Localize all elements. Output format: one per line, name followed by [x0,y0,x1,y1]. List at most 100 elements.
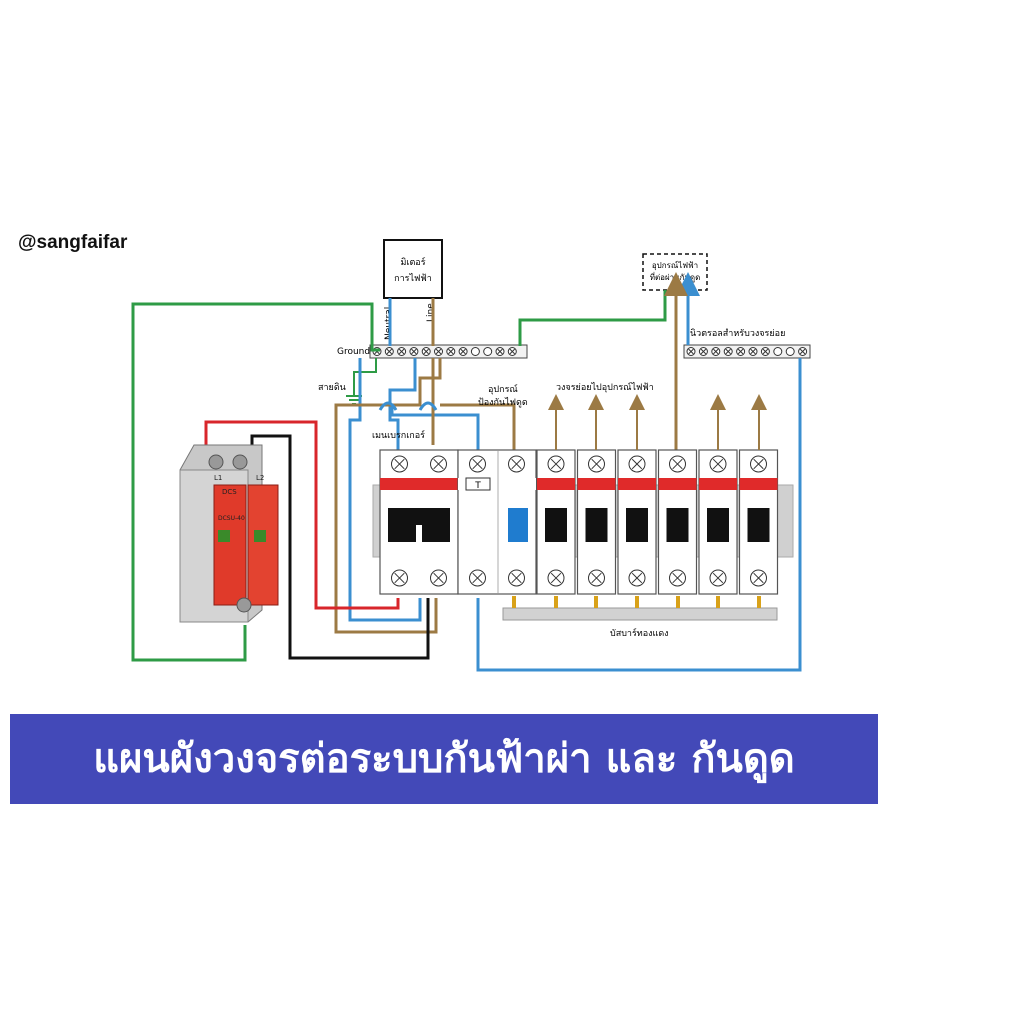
breaker-toggle[interactable] [747,508,770,542]
breaker-toggle[interactable] [545,508,567,542]
main-breaker[interactable] [379,449,459,595]
breaker-toggle[interactable] [585,508,608,542]
subcircuit-breaker[interactable] [536,449,576,595]
neutral-bar [683,344,811,359]
spd-terminal-left: L1 [214,474,222,482]
busbar-pin [757,596,761,608]
neutral-screw-icon [760,347,770,356]
subcircuit-breaker[interactable] [657,449,698,595]
busbar-pin [635,596,639,608]
busbar-pin [594,596,598,608]
neutral-bar-label: นิวตรอลสำหรับวงจรย่อย [690,328,785,339]
ground-screw-icon [470,347,480,356]
surge-device-label-2: ป้องกันไฟดูด [478,397,528,408]
earth-wire-label: สายดิน [318,382,346,393]
neutral-screw-icon [711,347,721,356]
busbar-label: บัสบาร์ทองแดง [610,627,669,639]
sensitive-device-label-1: อุปกรณ์ไฟฟ้า [652,260,698,270]
terminal-screw-icon [628,569,646,587]
main-breaker-label: เมนเบรกเกอร์ [372,429,425,441]
meter-label-2: การไฟฟ้า [394,273,432,284]
terminal-screw-icon [508,455,525,473]
terminal-screw-icon [469,569,486,587]
busbar-pin [554,596,558,608]
subcircuit-breaker[interactable] [617,449,657,595]
terminal-screw-icon [508,569,525,587]
breaker-toggle[interactable] [626,508,648,542]
neutral-screws [686,347,808,356]
meter-box: มิเตอร์ การไฟฟ้า [383,239,443,299]
neutral-screw-icon [736,347,746,356]
ground-screw-icon [421,347,431,356]
subcircuits-label: วงจรย่อยไปอุปกรณ์ไฟฟ้า [556,381,654,393]
neutral-screw-icon [723,347,733,356]
ground-wires [131,290,667,662]
ground-screws [372,347,517,356]
terminal-screw-icon [588,455,605,473]
rcd-toggle[interactable] [508,508,528,542]
breaker-toggle[interactable] [707,508,729,542]
terminal-screw-icon [669,569,686,587]
busbar-pins [512,596,761,608]
surge-device-label-1: อุปกรณ์ [488,383,518,395]
ground-screw-icon [507,347,517,356]
neutral-screw-icon [698,347,708,356]
wire-crossover [378,401,438,411]
terminal-screw-icon [709,569,727,587]
line-label: Line [426,303,436,322]
rcd-test-button[interactable]: T [474,481,481,491]
busbar-pin [676,596,680,608]
rcd-breaker[interactable]: T [457,449,537,595]
line-wires [334,272,688,634]
ground-screw-icon [434,347,443,356]
subcircuit-breaker[interactable] [738,449,779,595]
ground-screw-icon [446,347,456,356]
busbar-pin [716,596,720,608]
spd-terminal-right: L2 [256,474,264,482]
ground-label: Ground [337,347,370,357]
terminal-screw-icon [547,455,565,473]
sensitive-device-label-2: ที่ต่อผ่านกันดูด [650,271,701,283]
busbar-pin [512,596,516,608]
subcircuit-breaker[interactable] [576,449,617,595]
spd-brand: DCS [222,488,237,496]
watermark: @sangfaifar [18,232,128,253]
ground-screw-icon [409,347,419,356]
spd-red-wire [204,420,400,610]
terminal-screw-icon [469,455,486,473]
ground-screw-icon [495,347,505,356]
neutral-screw-icon [798,347,808,356]
copper-busbar [502,607,778,621]
terminal-screw-icon [588,569,605,587]
breaker-toggle[interactable] [666,508,689,542]
ground-terminal-bar [369,344,528,359]
meter-label-1: มิเตอร์ [400,256,425,268]
ground-screw-icon [458,347,468,356]
terminal-screw-icon [430,569,447,587]
neutral-screw-icon [748,347,758,356]
terminal-screw-icon [750,455,767,473]
terminal-screw-icon [391,455,408,473]
terminal-screw-icon [391,569,408,587]
breaker-panel: T [379,449,779,595]
subcircuit-arrows [548,394,767,450]
terminal-screw-icon [430,455,447,473]
terminal-screw-icon [628,455,646,473]
terminal-screw-icon [709,455,727,473]
subcircuit-breaker[interactable] [698,449,738,595]
ground-screw-icon [483,347,493,356]
spd-black-wire [250,434,430,660]
terminal-screw-icon [547,569,565,587]
neutral-screw-icon [773,347,783,356]
terminal-screw-icon [669,455,686,473]
terminal-screw-icon [750,569,767,587]
ground-screw-icon [384,347,394,356]
ground-screw-icon [397,347,407,356]
title-banner: แผนผังวงจรต่อระบบกันฟ้าผ่า และ กันดูด [10,714,878,804]
surge-protection-device: DCS DCSU-40 L1 L2 [179,444,279,623]
diagram-title: แผนผังวงจรต่อระบบกันฟ้าผ่า และ กันดูด [93,735,795,782]
neutral-screw-icon [785,347,795,356]
neutral-screw-icon [686,347,696,356]
spd-model: DCSU-40 [218,515,245,522]
